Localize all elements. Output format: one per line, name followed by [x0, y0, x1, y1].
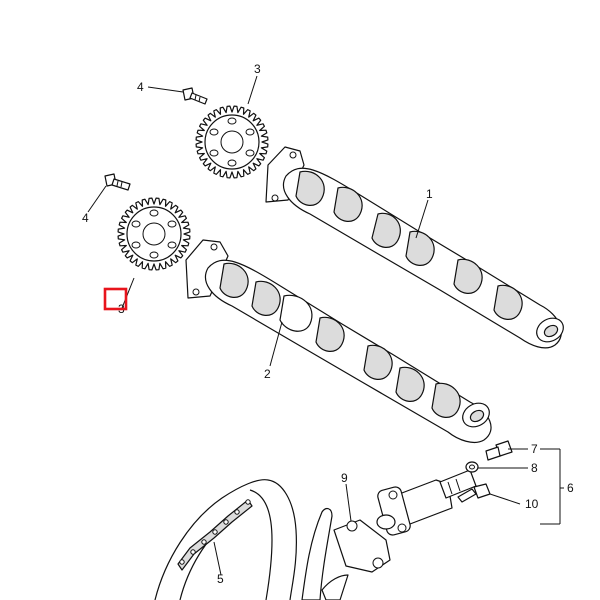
- chain-link-pin: [223, 519, 229, 525]
- callout-6: 6: [567, 481, 574, 495]
- callout-5: 5: [217, 572, 224, 586]
- lower-cam-sprocket: [117, 197, 191, 271]
- chain-link-pin: [201, 539, 207, 545]
- callout-3-top: 3: [254, 62, 261, 76]
- callout-8: 8: [531, 461, 538, 475]
- leader-lines: [87, 75, 564, 576]
- chain-link-pin: [212, 529, 218, 535]
- callout-2: 2: [264, 367, 271, 381]
- highlight-box[interactable]: [103, 287, 128, 311]
- callout-4-bottom: 4: [82, 211, 89, 225]
- chain-link-pin: [234, 509, 240, 515]
- upper-sprocket-bolt: [182, 87, 208, 105]
- tensioner-cap-bolt: [485, 440, 513, 461]
- tensioner-bolt: [457, 483, 491, 503]
- callout-1: 1: [426, 187, 433, 201]
- gasket-washer: [465, 461, 479, 473]
- callout-10: 10: [525, 497, 539, 511]
- upper-cam-sprocket: [195, 105, 269, 179]
- chain-link-pin: [245, 499, 251, 505]
- lower-sprocket-bolt: [104, 173, 131, 191]
- chain-link-pin: [179, 559, 185, 565]
- chain-link-pin: [190, 549, 196, 555]
- chain-tensioner: [376, 469, 477, 536]
- cam-chain: [154, 479, 297, 600]
- exhaust-camshaft: [185, 239, 492, 444]
- callout-9: 9: [341, 471, 348, 485]
- callout-7: 7: [531, 442, 538, 456]
- intake-camshaft: [265, 146, 564, 349]
- callout-4-top: 4: [137, 80, 144, 94]
- chain-guide: [301, 507, 391, 600]
